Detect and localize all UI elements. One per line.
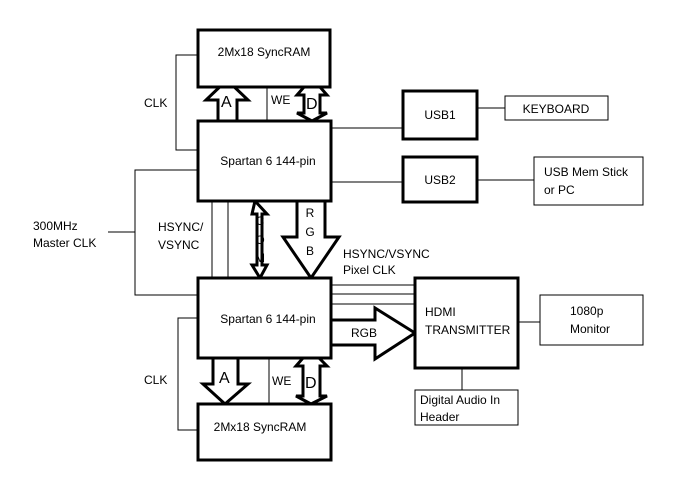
fpga-bottom-block: Spartan 6 144-pin <box>196 276 333 360</box>
hdmi-block: HDMI TRANSMITTER <box>413 276 520 370</box>
rgb-down-arrow <box>280 199 342 281</box>
monitor-label-1: 1080p <box>570 304 604 318</box>
rgb-right-arrow <box>329 305 418 362</box>
clk-bottom-label: CLK <box>144 373 167 387</box>
address-arrow-top <box>202 77 252 123</box>
we-label-bottom: WE <box>272 374 291 388</box>
fpga-top-label: Spartan 6 144-pin <box>220 154 315 168</box>
ram-top-block: 2Mx18 SyncRAM <box>196 28 332 89</box>
audio-block: Digital Audio In Header <box>414 389 519 426</box>
hsync-pixel-label-2: Pixel CLK <box>343 263 396 277</box>
com-label-o: O <box>255 233 264 247</box>
com-label-m: M <box>255 251 265 265</box>
hsync-label-2: VSYNC <box>158 238 200 252</box>
address-label-bottom: A <box>219 370 230 387</box>
data-label-bottom: D <box>305 375 317 392</box>
fpga-bottom-label: Spartan 6 144-pin <box>220 312 315 326</box>
rgb-label-b: B <box>306 244 314 258</box>
ram-top-label: 2Mx18 SyncRAM <box>218 45 311 59</box>
clk-line-top <box>175 54 198 151</box>
usb1-label: USB1 <box>424 108 456 122</box>
usb1-block: USB1 <box>401 89 479 141</box>
monitor-label-2: Monitor <box>570 322 610 336</box>
keyboard-label: KEYBOARD <box>523 102 590 116</box>
hsync-label-1: HSYNC/ <box>158 220 204 234</box>
usb-mem-block: USB Mem Stick or PC <box>533 156 644 206</box>
master-clk-label-2: Master CLK <box>33 236 96 250</box>
data-double-arrow-bottom <box>292 356 331 406</box>
rgb-label-r: R <box>306 206 315 220</box>
audio-label-1: Digital Audio In <box>420 393 500 407</box>
ram-bottom-label: 2Mx18 SyncRAM <box>214 420 307 434</box>
usb-mem-label-1: USB Mem Stick <box>544 165 629 179</box>
usb-mem-label-2: or PC <box>544 183 575 197</box>
data-double-arrow-top <box>293 85 331 123</box>
rgb-right-label: RGB <box>351 326 377 340</box>
usb2-label: USB2 <box>424 173 456 187</box>
hsync-pixel-label-1: HSYNC/VSYNC <box>343 247 430 261</box>
address-arrow-bottom <box>199 356 253 407</box>
clk-line-bottom <box>177 317 198 431</box>
hdmi-label-1: HDMI <box>425 305 456 319</box>
keyboard-block: KEYBOARD <box>504 95 609 121</box>
address-label-top: A <box>221 94 232 111</box>
we-label-top: WE <box>271 93 290 107</box>
audio-label-2: Header <box>420 410 459 424</box>
clk-top-label: CLK <box>144 96 167 110</box>
master-clk-label-1: 300MHz <box>33 219 78 233</box>
usb2-block: USB2 <box>401 155 479 204</box>
hdmi-label-2: TRANSMITTER <box>425 323 511 337</box>
fpga-top-block: Spartan 6 144-pin <box>196 119 333 203</box>
connector-lines <box>108 54 540 431</box>
rgb-label-g: G <box>305 225 314 239</box>
ram-bottom-block: 2Mx18 SyncRAM <box>196 402 333 462</box>
data-label-top: D <box>306 96 318 113</box>
com-label-c: C <box>256 214 265 228</box>
